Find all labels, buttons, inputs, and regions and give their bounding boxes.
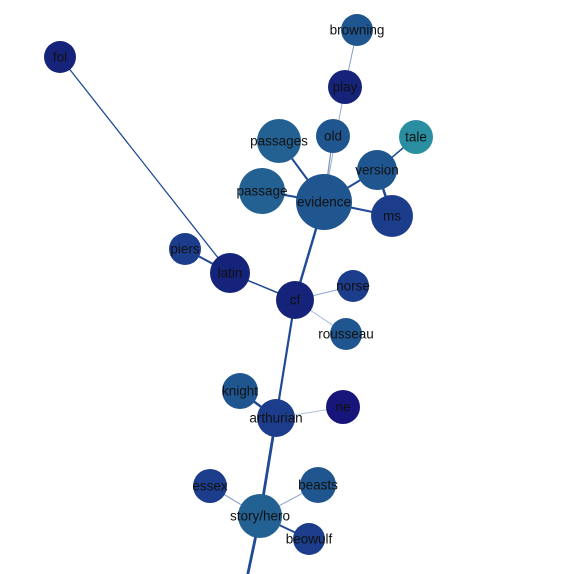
node-evidence[interactable]: evidence bbox=[296, 174, 352, 230]
node-latin[interactable]: latin bbox=[210, 253, 250, 293]
node-circle-passages[interactable] bbox=[257, 119, 301, 163]
node-beowulf[interactable]: beowulf bbox=[286, 523, 333, 555]
node-circle-essex[interactable] bbox=[193, 469, 227, 503]
node-label-passages: passages bbox=[250, 134, 308, 149]
node-label-latin: latin bbox=[218, 266, 243, 281]
node-label-norse: norse bbox=[336, 279, 370, 294]
node-circle-browning[interactable] bbox=[341, 14, 373, 46]
node-circle-fol[interactable] bbox=[44, 41, 76, 73]
node-circle-knight[interactable] bbox=[222, 373, 258, 409]
node-circle-tale[interactable] bbox=[399, 120, 433, 154]
node-knight[interactable]: knight bbox=[222, 373, 258, 409]
node-circle-passage[interactable] bbox=[239, 168, 285, 214]
node-label-passage: passage bbox=[236, 184, 287, 199]
node-label-old: old bbox=[324, 129, 342, 144]
node-label-knight: knight bbox=[222, 384, 258, 399]
node-label-evidence: evidence bbox=[297, 195, 351, 210]
node-circle-rousseau[interactable] bbox=[330, 318, 362, 350]
node-beasts[interactable]: beasts bbox=[298, 467, 338, 503]
node-circle-beasts[interactable] bbox=[300, 467, 336, 503]
node-circle-piers[interactable] bbox=[169, 233, 201, 265]
node-label-ms: ms bbox=[383, 209, 401, 224]
node-label-version: version bbox=[355, 163, 399, 178]
node-circle-arthurian[interactable] bbox=[257, 399, 295, 437]
node-circle-ms[interactable] bbox=[371, 195, 413, 237]
node-ms[interactable]: ms bbox=[371, 195, 413, 237]
node-ne[interactable]: ne bbox=[326, 390, 360, 424]
node-circle-cf[interactable] bbox=[276, 281, 314, 319]
node-circle-storyhero[interactable] bbox=[238, 494, 282, 538]
node-version[interactable]: version bbox=[355, 150, 399, 190]
node-passages[interactable]: passages bbox=[250, 119, 308, 163]
node-label-beowulf: beowulf bbox=[286, 532, 333, 547]
nodes-layer: fol browning play old passages tale version pas… bbox=[44, 14, 433, 555]
node-circle-play[interactable] bbox=[328, 70, 362, 104]
node-label-essex: essex bbox=[192, 479, 228, 494]
node-rousseau[interactable]: rousseau bbox=[318, 318, 374, 350]
node-label-tale: tale bbox=[405, 130, 427, 145]
node-label-browning: browning bbox=[330, 23, 385, 38]
node-cf[interactable]: cf bbox=[276, 281, 314, 319]
node-circle-beowulf[interactable] bbox=[293, 523, 325, 555]
node-label-arthurian: arthurian bbox=[249, 411, 302, 426]
node-arthurian[interactable]: arthurian bbox=[249, 399, 303, 437]
node-circle-evidence[interactable] bbox=[296, 174, 352, 230]
edge-fol-latin bbox=[59, 56, 231, 274]
node-circle-version[interactable] bbox=[357, 150, 397, 190]
node-norse[interactable]: norse bbox=[336, 270, 370, 302]
node-label-play: play bbox=[333, 80, 358, 95]
node-old[interactable]: old bbox=[316, 119, 350, 153]
node-label-storyhero: story/hero bbox=[230, 509, 290, 524]
node-essex[interactable]: essex bbox=[192, 469, 228, 503]
node-label-cf: cf bbox=[290, 293, 301, 308]
node-circle-ne[interactable] bbox=[326, 390, 360, 424]
node-circle-old[interactable] bbox=[316, 119, 350, 153]
node-piers[interactable]: piers bbox=[169, 233, 201, 265]
node-label-fol: fol bbox=[53, 50, 67, 65]
node-label-rousseau: rousseau bbox=[318, 327, 374, 342]
node-passage[interactable]: passage bbox=[236, 168, 288, 214]
node-circle-norse[interactable] bbox=[337, 270, 369, 302]
node-browning[interactable]: browning bbox=[330, 14, 385, 46]
edges-layer bbox=[59, 29, 417, 574]
node-play[interactable]: play bbox=[328, 70, 362, 104]
node-label-beasts: beasts bbox=[298, 478, 338, 493]
node-circle-latin[interactable] bbox=[210, 253, 250, 293]
edge-cf-arthurian bbox=[274, 299, 297, 419]
node-storyhero[interactable]: story/hero bbox=[230, 494, 290, 538]
node-label-piers: piers bbox=[170, 242, 200, 257]
node-tale[interactable]: tale bbox=[399, 120, 433, 154]
node-fol[interactable]: fol bbox=[44, 41, 76, 73]
node-label-ne: ne bbox=[335, 400, 350, 415]
